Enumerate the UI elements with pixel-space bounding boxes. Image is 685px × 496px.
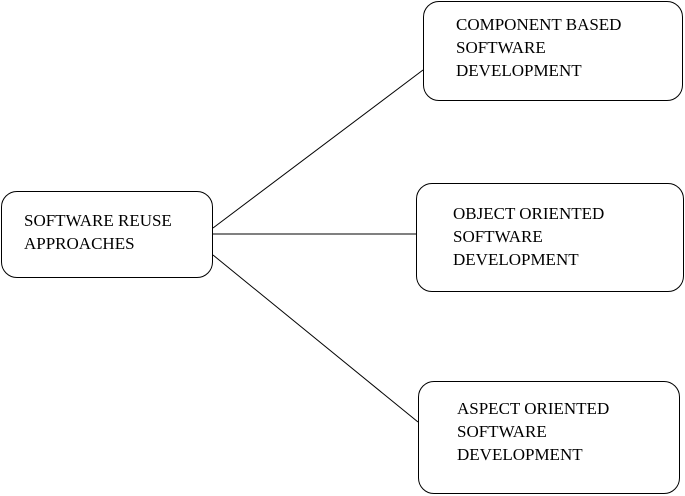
edge-root-to-aspect-oriented	[212, 254, 419, 423]
child-node-aspect-oriented: ASPECT ORIENTED SOFTWARE DEVELOPMENT	[418, 381, 680, 494]
child-node-label: COMPONENT BASED SOFTWARE DEVELOPMENT	[456, 15, 622, 80]
edge-root-to-component-based	[212, 69, 424, 229]
root-node-label: SOFTWARE REUSE APPROACHES	[24, 211, 172, 253]
child-node-label: ASPECT ORIENTED SOFTWARE DEVELOPMENT	[457, 399, 610, 464]
root-node-software-reuse-approaches: SOFTWARE REUSE APPROACHES	[1, 191, 213, 278]
child-node-component-based: COMPONENT BASED SOFTWARE DEVELOPMENT	[423, 1, 683, 101]
child-node-label: OBJECT ORIENTED SOFTWARE DEVELOPMENT	[453, 204, 605, 269]
child-node-object-oriented: OBJECT ORIENTED SOFTWARE DEVELOPMENT	[416, 183, 684, 292]
